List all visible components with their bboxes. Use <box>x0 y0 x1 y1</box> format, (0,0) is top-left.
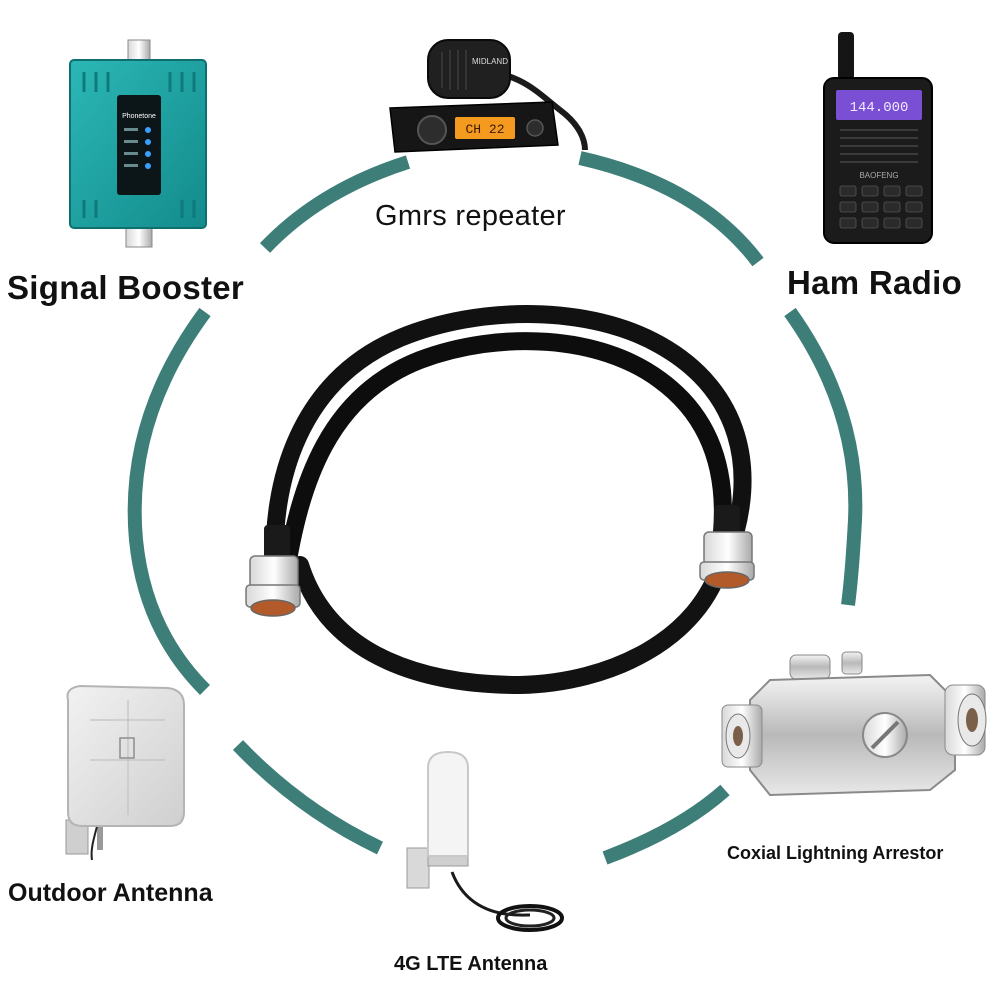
gmrs-radio-image: MIDLAND CH 22 <box>389 39 588 153</box>
ham-radio-image: 144.000 BAOFENG <box>823 32 933 244</box>
ring-arc-left <box>127 307 211 695</box>
ring-arc-right <box>784 307 863 606</box>
signal-booster-label: Signal Booster <box>7 269 245 306</box>
connection-ring <box>127 151 863 865</box>
gmrs-repeater-label: Gmrs repeater <box>375 200 566 232</box>
ring-arc-bottom-left <box>232 740 384 855</box>
lte-antenna-image <box>406 750 564 932</box>
coax-cable <box>245 305 755 695</box>
n-connector-left <box>245 525 301 617</box>
ham-radio-label: Ham Radio <box>787 264 963 301</box>
outdoor-antenna-image <box>65 684 185 861</box>
lightning-arrestor-image <box>721 651 987 797</box>
lte-antenna-label: 4G LTE Antenna <box>394 953 548 975</box>
ring-arc-bottom-right <box>602 784 730 865</box>
outdoor-antenna-label: Outdoor Antenna <box>8 879 213 907</box>
ham-brand-text: BAOFENG <box>859 171 898 180</box>
booster-brand-text: Phonetone <box>122 113 156 120</box>
radio-brand-text: MIDLAND <box>472 57 508 66</box>
radio-display-text: CH 22 <box>465 122 504 137</box>
ham-display-text: 144.000 <box>850 100 909 116</box>
n-connector-right <box>699 505 755 589</box>
ring-arc-top-left <box>259 155 411 253</box>
lightning-arrestor-label: Coxial Lightning Arrestor <box>727 843 944 863</box>
ring-arc-top-right <box>578 151 764 267</box>
signal-booster-image: Phonetone <box>69 39 207 248</box>
